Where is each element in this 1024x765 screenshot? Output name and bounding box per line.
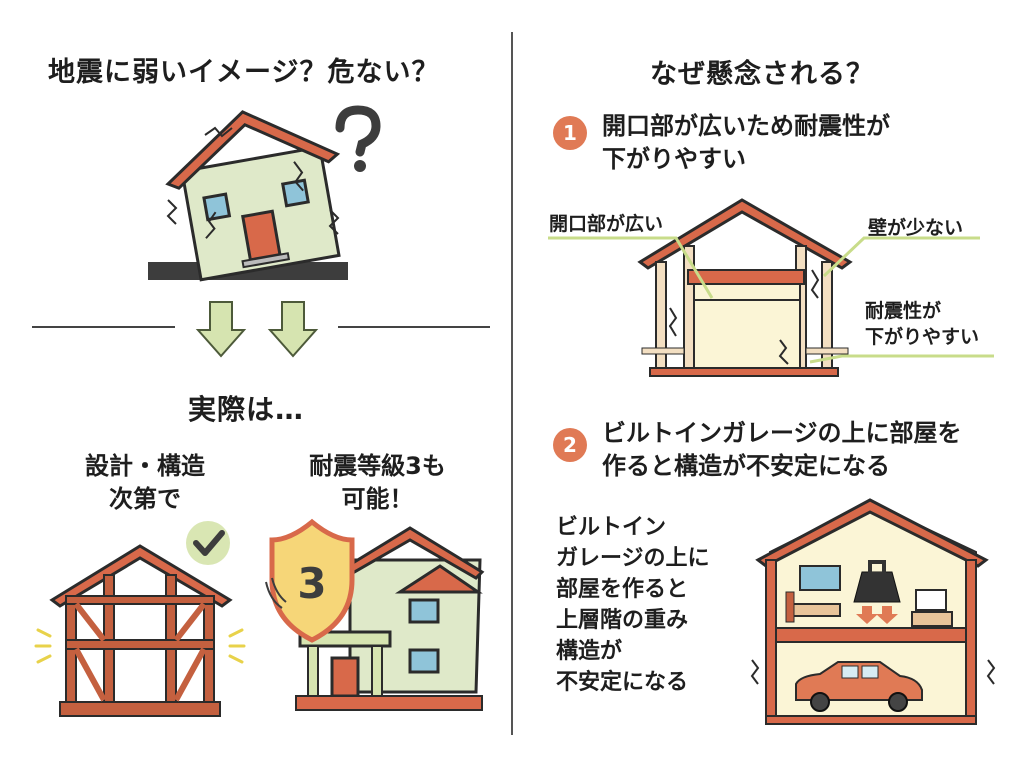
reason2-note: ビルトイン ガレージの上に 部屋を作ると 上層階の重み 構造が 不安定になる [556, 515, 710, 695]
shield-number: 3 [297, 559, 326, 608]
reality-heading: 実際は… [188, 393, 305, 426]
reason1-number-badge: 1 [553, 116, 587, 150]
shield-icon [269, 518, 355, 643]
label-seismic-drop: 耐震性が 下がりやすい [865, 300, 980, 348]
point-design: 設計・構造 次第で [85, 452, 205, 513]
left-title: 地震に弱いイメージ？危ない？ [48, 57, 440, 88]
question-mark-icon [335, 105, 381, 172]
label-few-walls: 壁が少ない [868, 217, 964, 239]
point-seismic-grade: 耐震等級3も 可能！ [309, 452, 446, 513]
label-opening: 開口部が広い [549, 213, 664, 235]
reason2-text: ビルトインガレージの上に部屋を 作ると構造が不安定になる [602, 419, 962, 480]
reason1-text: 開口部が広いため耐震性が 下がりやすい [602, 112, 890, 173]
check-icon [186, 521, 230, 565]
shake-lines-icon [34, 628, 246, 664]
reason2-number-badge: 2 [553, 428, 587, 462]
right-title: なぜ懸念される？ [650, 59, 874, 90]
